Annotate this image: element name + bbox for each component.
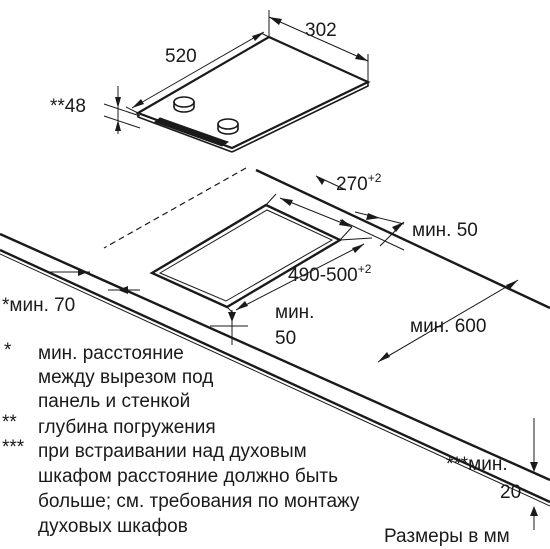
min-wall-distance-label: мин. 50 — [412, 220, 478, 241]
min-height-label: мин. 600 — [410, 316, 486, 337]
hob-front-edge — [137, 113, 233, 153]
hob-width-label: 302 — [305, 20, 337, 41]
hob-underside — [153, 117, 230, 147]
note-2-line-1: глубина погружения — [38, 417, 216, 438]
units-caption: Размеры в мм — [384, 526, 510, 547]
footnotes: * мин. расстояние между вырезом под пане… — [2, 340, 360, 537]
note-3-line-3: больше; см. требования по монтажу — [38, 491, 360, 512]
dimension-hob-width — [268, 10, 369, 82]
note-3-marker: *** — [2, 437, 25, 458]
worktop-cutout — [149, 203, 343, 309]
min-front-label-line1: мин. — [275, 302, 314, 323]
dimension-hob-depth — [125, 31, 270, 114]
dimension-min-panel-distance — [50, 268, 140, 294]
min-oven-label-line2: 20 — [500, 482, 521, 503]
hob-depth-label: 520 — [165, 46, 197, 67]
hob-right-edge — [231, 82, 369, 153]
cutout-depth-label: 490-500+2 — [288, 262, 372, 286]
dimension-min-front-distance — [210, 310, 248, 345]
installation-depth-label: **48 — [50, 96, 86, 117]
hob-drawing — [135, 35, 371, 153]
dimension-cutout-depth — [226, 237, 373, 314]
dimension-min-height — [377, 279, 519, 363]
note-3-line-2: шкафом расстояние должно быть — [38, 466, 338, 487]
note-3-line-1: при встраивании над духовым — [38, 441, 307, 462]
min-front-label-line2: 50 — [275, 328, 296, 349]
dimension-min-oven-distance — [530, 418, 538, 530]
dimension-installation-depth — [103, 86, 141, 134]
note-2-marker: ** — [2, 412, 17, 433]
countertop — [0, 168, 550, 507]
note-1-marker: * — [4, 340, 12, 361]
min-oven-label-line1: ***мин. — [446, 454, 508, 475]
min-panel-distance-label: *мин. 70 — [2, 295, 75, 316]
control-knob-right — [217, 118, 239, 135]
dimension-min-wall-distance — [339, 211, 405, 251]
note-3-line-4: духовых шкафов — [38, 516, 188, 537]
projection-line — [103, 167, 247, 249]
note-1-line-3: панель и стенкой — [38, 391, 190, 412]
note-1-line-1: мин. расстояние — [38, 343, 184, 364]
cutout-width-label: 270+2 — [336, 171, 382, 195]
control-knob-left — [173, 96, 195, 113]
note-1-line-2: между вырезом под — [38, 367, 213, 388]
